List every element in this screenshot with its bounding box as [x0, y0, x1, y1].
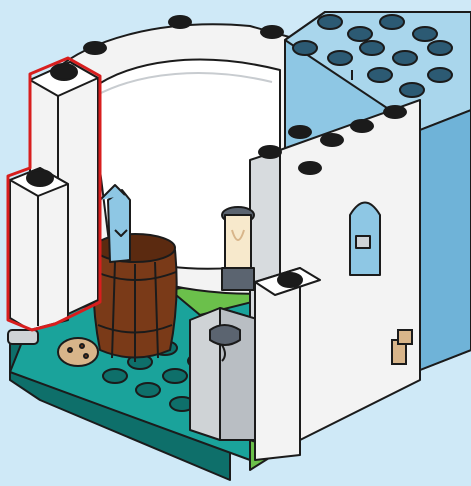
gray-clip: [8, 330, 38, 344]
cookie-tile: [58, 338, 98, 366]
gray-column: [190, 308, 260, 440]
lantern: [222, 207, 254, 290]
wooden-barrel: [93, 234, 176, 362]
